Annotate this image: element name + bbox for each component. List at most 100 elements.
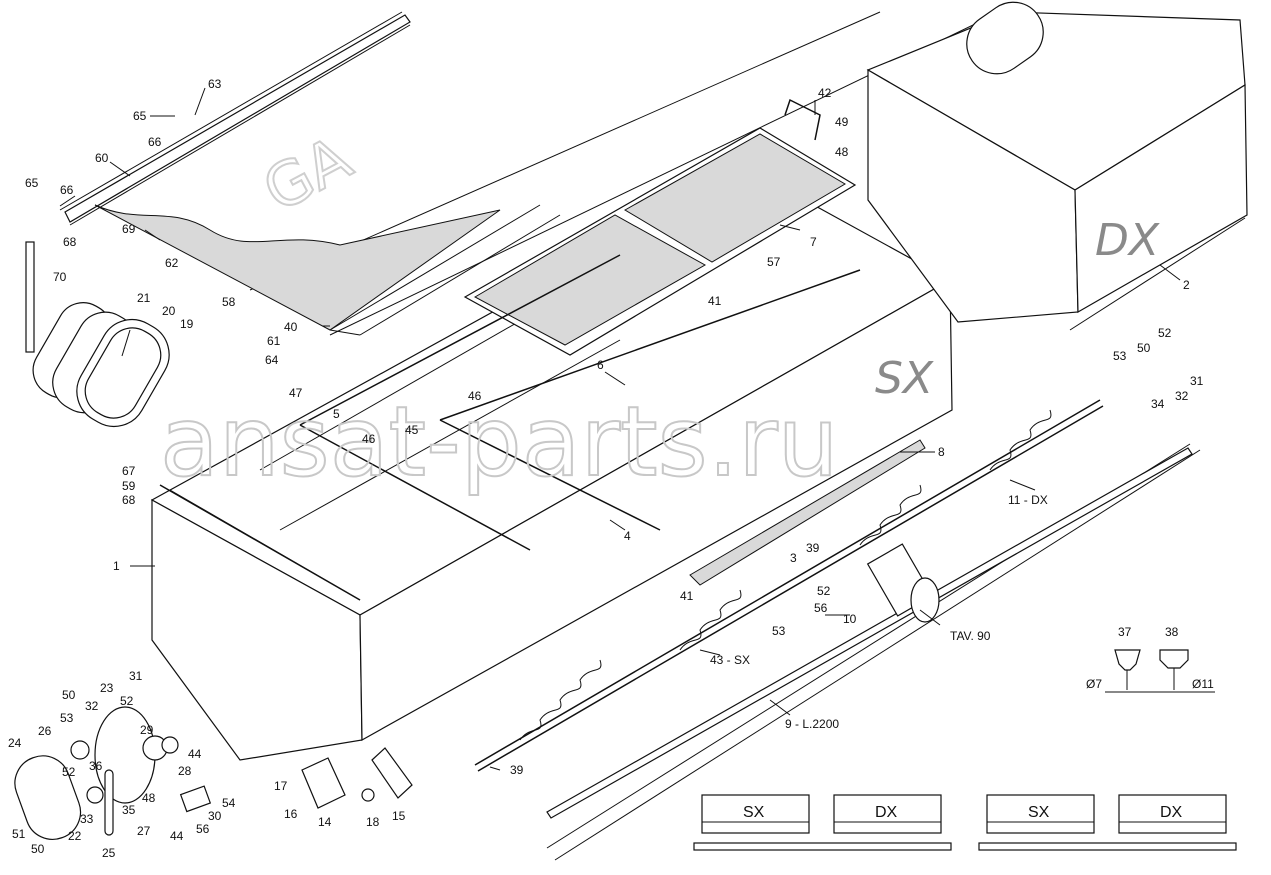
callout: 50: [1137, 341, 1151, 355]
callout: 65: [25, 176, 39, 190]
callout: 65: [133, 109, 147, 123]
motor-assembly: [866, 543, 940, 623]
callout: 57: [767, 255, 781, 269]
hopper-sx: [150, 169, 953, 761]
callout: 29: [140, 723, 154, 737]
callout: 61: [267, 334, 281, 348]
callout: 44: [188, 747, 202, 761]
callout: 10: [843, 612, 857, 626]
watermark: ansat-parts.ru: [160, 386, 839, 498]
callout: 46: [362, 432, 376, 446]
callout: 45: [405, 423, 419, 437]
callout: 11 - DX: [1008, 493, 1048, 507]
callout: 68: [122, 493, 136, 507]
callout: 39: [806, 541, 820, 555]
cover-logo: GA: [252, 123, 362, 226]
part-callouts: 63 65 66 60 65 66 68 69 62 70 21 20 19 5…: [8, 77, 1214, 860]
callout: 1: [113, 559, 120, 573]
callout: 52: [120, 694, 134, 708]
callout: 64: [265, 353, 279, 367]
callout: 25: [102, 846, 116, 860]
callout: 63: [208, 77, 222, 91]
callout: 27: [137, 824, 151, 838]
callout: 42: [818, 86, 832, 100]
callout: 32: [1175, 389, 1189, 403]
callout: 41: [680, 589, 694, 603]
callout: 52: [1158, 326, 1172, 340]
callout: 47: [289, 386, 303, 400]
rod-part-9: [546, 447, 1193, 819]
callout: 41: [708, 294, 722, 308]
callout: 15: [392, 809, 406, 823]
callout: 49: [835, 115, 849, 129]
callout: 52: [62, 765, 76, 779]
callout: 9 - L.2200: [785, 717, 839, 731]
callout: 68: [63, 235, 77, 249]
legend-box-label: SX: [743, 804, 765, 821]
callout: 53: [1113, 349, 1127, 363]
drive-parts: [14, 706, 212, 840]
callout: 62: [165, 256, 179, 270]
callout: 19: [180, 317, 194, 331]
sieve-lid: [463, 127, 857, 356]
callout: 53: [772, 624, 786, 638]
callout: 67: [122, 464, 136, 478]
callout: 70: [53, 270, 67, 284]
callout: 60: [95, 151, 109, 165]
callout: 44: [170, 829, 184, 843]
callout: 43 - SX: [710, 653, 750, 667]
callout: 22: [68, 829, 82, 843]
callout: 5: [333, 407, 340, 421]
callout: 59: [122, 479, 136, 493]
callout: 39: [510, 763, 524, 777]
callout: 48: [142, 791, 156, 805]
callout: 6: [597, 358, 604, 372]
callout: 17: [274, 779, 288, 793]
callout: 66: [148, 135, 162, 149]
callout: 14: [318, 815, 332, 829]
callout: 37: [1118, 625, 1132, 639]
callout: 31: [129, 669, 143, 683]
callout: Ø7: [1086, 677, 1102, 691]
brackets: [301, 747, 413, 809]
callout: 66: [60, 183, 74, 197]
callout: 26: [38, 724, 52, 738]
strip-part-70: [25, 241, 35, 353]
rod-part-8: [689, 439, 926, 586]
callout: 48: [835, 145, 849, 159]
leader-lines: [59, 87, 1181, 771]
callout: TAV. 90: [950, 629, 991, 643]
callout: 36: [89, 759, 103, 773]
callout: 52: [817, 584, 831, 598]
callout: 58: [222, 295, 236, 309]
cover-rail: GA: [64, 14, 561, 336]
callout: 53: [60, 711, 74, 725]
legend-box-label: DX: [1160, 804, 1183, 821]
callout: 33: [80, 812, 94, 826]
callout: 18: [366, 815, 380, 829]
callout: 35: [122, 803, 136, 817]
callout: 3: [790, 551, 797, 565]
callout: 34: [1151, 397, 1165, 411]
agitator-shaft: [474, 399, 1104, 772]
callout: 54: [222, 796, 236, 810]
callout: 56: [196, 822, 210, 836]
callout: 24: [8, 736, 22, 750]
callout: 31: [1190, 374, 1204, 388]
legend-boxes: SX DX SX DX: [693, 794, 1237, 851]
callout: 23: [100, 681, 114, 695]
callout: 46: [468, 389, 482, 403]
legend-box-label: SX: [1028, 804, 1050, 821]
side-mark-dx: DX: [1095, 215, 1160, 266]
fittings: [1105, 649, 1215, 693]
callout: 28: [178, 764, 192, 778]
callout: 32: [85, 699, 99, 713]
callout: 16: [284, 807, 298, 821]
callout: 50: [62, 688, 76, 702]
belts: [32, 302, 170, 428]
side-mark-sx: SX: [875, 353, 934, 404]
callout: Ø11: [1192, 677, 1214, 691]
legend-box-label: DX: [875, 804, 898, 821]
callout: 30: [208, 809, 222, 823]
